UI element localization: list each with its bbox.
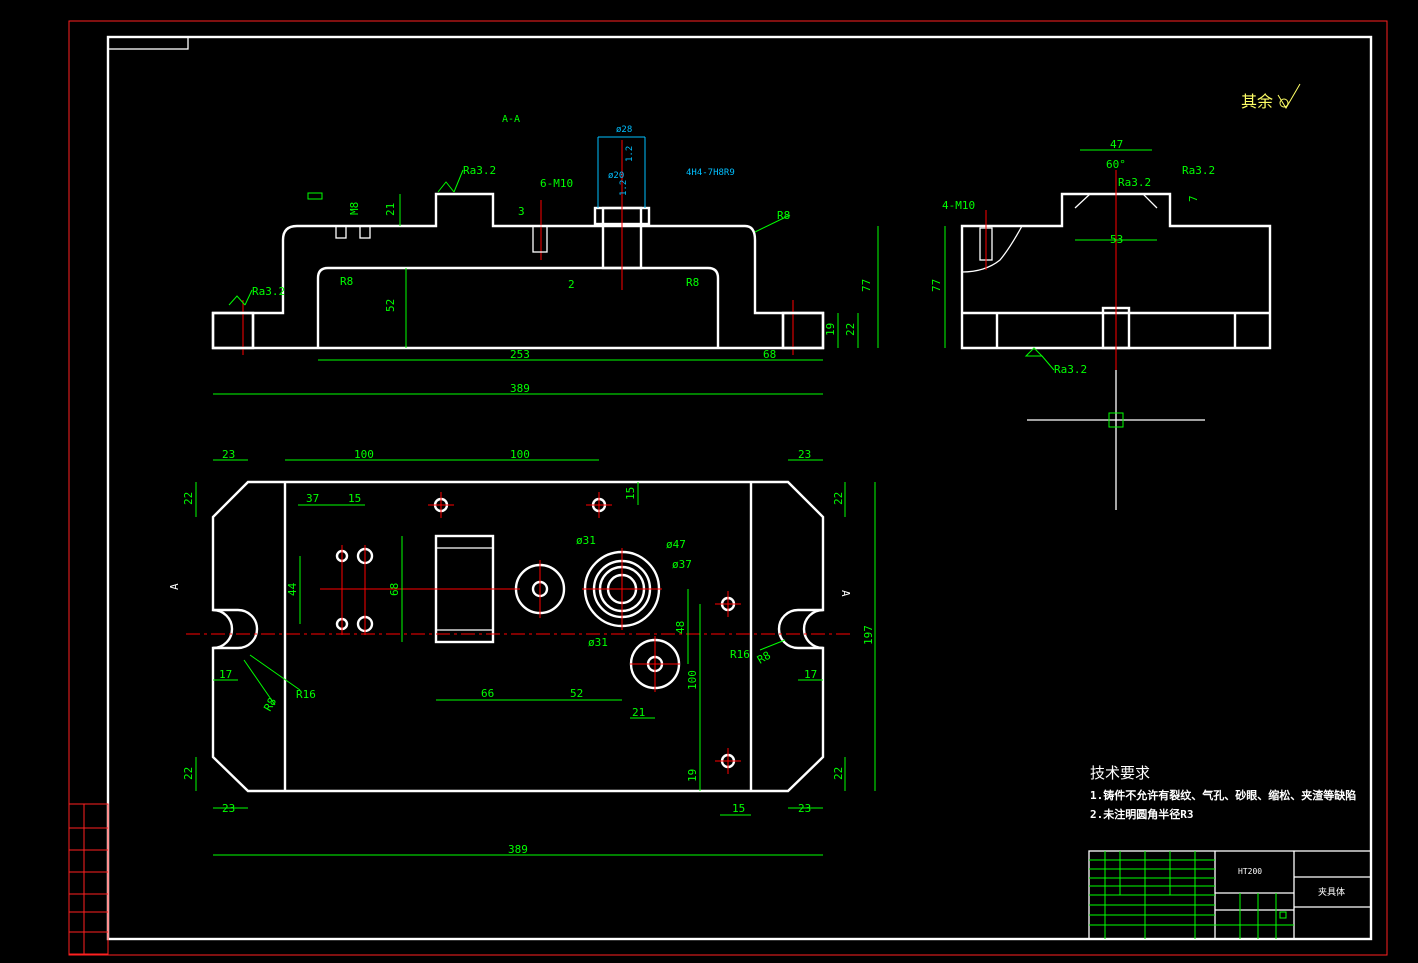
svg-text:2: 2 — [568, 278, 575, 291]
front-section-view: A-A 253 389 68 52 77 19 22 21 3 2 M8 6-M… — [211, 114, 879, 395]
svg-text:23: 23 — [222, 802, 235, 815]
svg-text:17: 17 — [804, 668, 817, 681]
material: HT200 — [1238, 867, 1262, 876]
svg-text:ø31: ø31 — [588, 636, 608, 649]
svg-text:15: 15 — [348, 492, 361, 505]
svg-text:37: 37 — [306, 492, 319, 505]
svg-text:R8: R8 — [755, 649, 773, 667]
svg-text:23: 23 — [798, 448, 811, 461]
svg-text:R16: R16 — [296, 688, 316, 701]
svg-text:21: 21 — [632, 706, 645, 719]
svg-text:A: A — [839, 590, 852, 597]
title-block: HT200 夹具体 — [1088, 850, 1372, 940]
svg-text:197: 197 — [862, 625, 875, 645]
svg-text:ø31: ø31 — [576, 534, 596, 547]
svg-text:A: A — [168, 583, 181, 590]
svg-text:22: 22 — [832, 767, 845, 780]
part-name: 夹具体 — [1318, 886, 1345, 898]
corner-tab — [107, 36, 189, 50]
svg-text:7: 7 — [1187, 195, 1200, 202]
svg-text:22: 22 — [832, 492, 845, 505]
tech-req-item-2: 2.未注明圆角半径R3 — [1090, 807, 1194, 821]
svg-text:389: 389 — [508, 843, 528, 856]
svg-text:253: 253 — [510, 348, 530, 361]
svg-text:22: 22 — [182, 492, 195, 505]
svg-text:389: 389 — [510, 382, 530, 395]
svg-text:其余: 其余 — [1241, 92, 1273, 111]
svg-text:4H4-7H8R9: 4H4-7H8R9 — [686, 168, 735, 178]
svg-text:Ra3.2: Ra3.2 — [1182, 164, 1215, 177]
svg-text:4-M10: 4-M10 — [942, 199, 975, 212]
tech-req-item-1: 1.铸件不允许有裂纹、气孔、砂眼、缩松、夹渣等缺陷 — [1090, 788, 1356, 802]
svg-text:ø47: ø47 — [666, 538, 686, 551]
outer-border — [68, 20, 1388, 956]
svg-text:6-M10: 6-M10 — [540, 177, 573, 190]
inner-border — [106, 35, 1373, 941]
svg-text:68: 68 — [763, 348, 776, 361]
svg-text:Ra3.2: Ra3.2 — [1118, 176, 1151, 189]
svg-text:ø20: ø20 — [608, 171, 624, 181]
svg-text:77: 77 — [930, 279, 943, 292]
svg-text:R8: R8 — [261, 696, 279, 714]
section-label: A-A — [502, 114, 520, 125]
svg-text:23: 23 — [798, 802, 811, 815]
svg-text:19: 19 — [824, 323, 837, 336]
svg-text:52: 52 — [384, 299, 397, 312]
svg-text:3: 3 — [518, 205, 525, 218]
svg-text:M8: M8 — [348, 202, 361, 215]
svg-text:R8: R8 — [340, 275, 353, 288]
svg-text:1.2: 1.2 — [619, 180, 629, 196]
tech-req-title: 技术要求 — [1090, 764, 1150, 782]
roughness-other: 其余 — [1241, 83, 1301, 111]
svg-text:66: 66 — [481, 687, 494, 700]
svg-text:52: 52 — [570, 687, 583, 700]
svg-text:77: 77 — [860, 279, 873, 292]
section-outline — [211, 192, 825, 350]
svg-text:100: 100 — [686, 670, 699, 690]
left-strip-table — [68, 803, 109, 955]
svg-text:60°: 60° — [1106, 158, 1126, 171]
top-view: A A — [168, 448, 876, 856]
svg-text:100: 100 — [510, 448, 530, 461]
svg-text:15: 15 — [624, 487, 637, 500]
svg-text:ø37: ø37 — [672, 558, 692, 571]
svg-text:44: 44 — [286, 582, 299, 596]
svg-text:100: 100 — [354, 448, 374, 461]
svg-text:R8: R8 — [777, 209, 790, 222]
svg-text:Ra3.2: Ra3.2 — [463, 164, 496, 177]
svg-text:22: 22 — [182, 767, 195, 780]
svg-text:22: 22 — [844, 323, 857, 336]
svg-text:Ra3.2: Ra3.2 — [1054, 363, 1087, 376]
svg-text:17: 17 — [219, 668, 232, 681]
svg-text:53: 53 — [1110, 233, 1123, 246]
svg-text:ø28: ø28 — [616, 125, 632, 135]
svg-text:47: 47 — [1110, 138, 1123, 151]
side-view: 47 60° 53 77 7 4-M10 Ra3.2 Ra3.2 Ra3.2 — [930, 138, 1272, 510]
svg-text:68: 68 — [388, 583, 401, 596]
svg-text:23: 23 — [222, 448, 235, 461]
svg-text:15: 15 — [732, 802, 745, 815]
technical-requirements: 技术要求 1.铸件不允许有裂纹、气孔、砂眼、缩松、夹渣等缺陷 2.未注明圆角半径… — [1090, 764, 1356, 821]
svg-text:19: 19 — [686, 769, 699, 782]
svg-text:48: 48 — [674, 621, 687, 634]
svg-text:R8: R8 — [686, 276, 699, 289]
svg-text:1.2: 1.2 — [625, 146, 635, 162]
svg-text:R16: R16 — [730, 648, 750, 661]
svg-text:Ra3.2: Ra3.2 — [252, 285, 285, 298]
svg-text:21: 21 — [384, 203, 397, 216]
